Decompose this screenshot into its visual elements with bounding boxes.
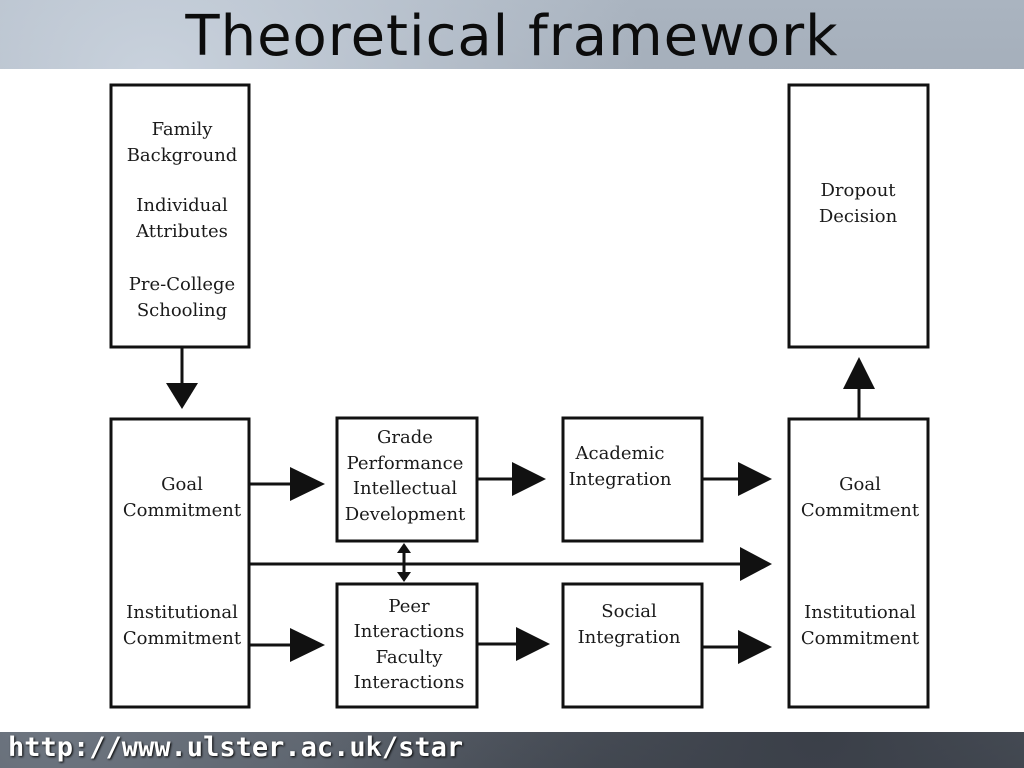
box-social-integration: Social Integration (561, 582, 704, 709)
box-commitments-right: Goal Commitment Institutional Commitment (787, 417, 930, 709)
diagram-canvas: Family Background Individual Attributes … (109, 83, 930, 709)
box-social-system-line: Peer (388, 596, 430, 617)
diagram-panel: Family Background Individual Attributes … (0, 69, 1024, 732)
box-dropout-decision: Dropout Decision (787, 83, 930, 349)
box-commitments-left-line: Commitment (123, 628, 242, 649)
box-background-line: Family (152, 119, 214, 140)
box-social-system: Peer Interactions Faculty Interactions (335, 582, 479, 709)
arrow-academic-integration-to-right (702, 462, 772, 496)
arrow-academic-social-bidirectional (397, 543, 411, 582)
box-commitments-left: Goal Commitment Institutional Commitment (109, 417, 251, 709)
box-commitments-left-line: Institutional (126, 602, 238, 623)
box-background-line: Individual (136, 195, 228, 216)
arrow-social-integration-to-right (702, 630, 772, 664)
box-academic-integration: Academic Integration (561, 416, 704, 543)
arrow-left-to-right-direct (249, 547, 772, 581)
box-social-integration-line: Social (601, 601, 657, 622)
box-background-line: Schooling (137, 300, 227, 321)
box-background-line: Background (127, 145, 238, 166)
box-social-system-line: Interactions (354, 672, 465, 693)
box-background: Family Background Individual Attributes … (109, 83, 251, 349)
box-academic-system-line: Development (345, 504, 466, 525)
box-background-line: Attributes (135, 221, 228, 242)
arrow-commitments-to-dropout (843, 357, 875, 419)
box-commitments-right-line: Commitment (801, 500, 920, 521)
box-academic-integration-line: Academic (575, 443, 665, 464)
arrow-institutional-to-social-system (249, 628, 325, 662)
box-social-integration-line: Integration (578, 627, 681, 648)
box-academic-integration-line: Integration (569, 469, 672, 490)
arrow-social-system-to-integration (477, 627, 550, 661)
box-dropout-line: Dropout (820, 180, 896, 201)
box-social-system-line: Interactions (354, 621, 465, 642)
box-commitments-right-line: Commitment (801, 628, 920, 649)
box-social-system-line: Faculty (376, 647, 444, 668)
box-academic-system: Grade Performance Intellectual Developme… (335, 416, 479, 543)
footer-url-link[interactable]: http://www.ulster.ac.uk/star (8, 732, 464, 763)
box-commitments-right-line: Goal (839, 474, 881, 495)
box-academic-system-line: Intellectual (353, 478, 457, 499)
box-commitments-left-line: Goal (161, 474, 203, 495)
arrow-background-to-commitments (166, 347, 198, 409)
arrow-goal-to-academic-system (249, 467, 325, 501)
box-background-line: Pre-College (129, 274, 235, 295)
box-academic-system-line: Grade (377, 427, 433, 448)
slide-title: Theoretical framework (185, 4, 839, 69)
arrow-academic-system-to-integration (477, 462, 546, 496)
box-commitments-right-line: Institutional (804, 602, 916, 623)
box-commitments-left-line: Commitment (123, 500, 242, 521)
box-academic-system-line: Performance (347, 453, 464, 474)
box-dropout-line: Decision (819, 206, 898, 227)
